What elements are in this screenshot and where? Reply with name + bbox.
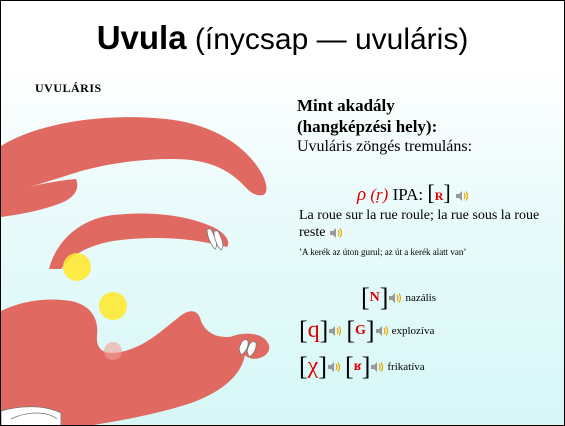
slide-title: Uvula (ínycsap — uvuláris) <box>1 19 564 57</box>
speaker-icon[interactable] <box>328 325 342 337</box>
heading-line-1: Mint akadály <box>297 95 559 116</box>
ipa-prefix: IPA: <box>393 185 424 204</box>
faint-highlight <box>104 342 122 360</box>
vocal-tract-illustration <box>1 1 301 426</box>
speaker-icon[interactable] <box>327 361 341 373</box>
fricative-symbol-1: χ <box>308 353 319 380</box>
nasal-symbol: N <box>370 290 380 306</box>
description-text: Uvuláris zöngés tremuláns: <box>297 137 559 157</box>
heading-line-2: (hangképzési hely): <box>297 116 559 137</box>
translation-text: ’A kerék az úton gurul; az út a kerék al… <box>299 247 466 257</box>
speaker-icon[interactable] <box>455 190 469 202</box>
title-rest: (ínycsap — uvuláris) <box>187 23 469 56</box>
ipa-line: ρ (ṛ) IPA: [R] <box>357 180 469 206</box>
side-label: UVULÁRIS <box>35 81 102 96</box>
plosive-label: explozíva <box>392 325 435 337</box>
info-panel: Mint akadály (hangképzési hely): Uvulári… <box>297 95 559 157</box>
r-dot-symbol: (ṛ) <box>370 185 388 204</box>
speaker-icon[interactable] <box>370 361 384 373</box>
speaker-icon[interactable] <box>388 292 402 304</box>
french-example: La roue sur la rue roule; la rue sous la… <box>299 207 559 241</box>
tongue-highlight <box>99 292 127 320</box>
fricative-label: frikatíva <box>387 361 424 373</box>
rho-symbol: ρ <box>357 184 366 205</box>
plosive-symbol-1: q <box>308 317 320 344</box>
speaker-icon[interactable] <box>329 227 343 239</box>
speaker-icon[interactable] <box>375 325 389 337</box>
uvula-highlight <box>63 253 91 281</box>
plosive-row: [q] [G] explozíva <box>299 317 434 344</box>
fricative-symbol-2: ʁ <box>354 359 362 375</box>
palate-shape <box>1 117 266 195</box>
plosive-symbol-2: G <box>355 323 366 339</box>
nasal-row: [N] nazális <box>361 285 436 311</box>
title-bold: Uvula <box>97 19 187 56</box>
nasal-label: nazális <box>405 292 436 304</box>
fricative-row: [χ] [ʁ] frikatíva <box>299 353 425 380</box>
